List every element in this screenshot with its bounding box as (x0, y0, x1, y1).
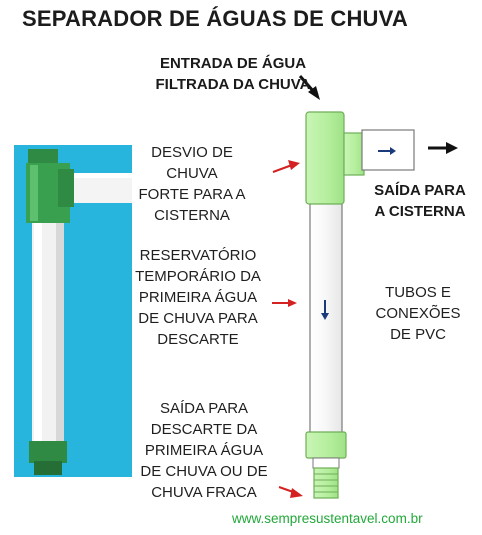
page-title: SEPARADOR DE ÁGUAS DE CHUVA (22, 6, 408, 31)
label-reservatorio-line-4: DE CHUVA PARA (138, 310, 258, 327)
label-entrada-line-2: FILTRADA DA CHUVA (155, 76, 311, 93)
label-saida-cisterna-line-2: A CISTERNA (374, 203, 466, 220)
flow-down-arrow (321, 300, 329, 320)
website-link[interactable]: www.sempresustentavel.com.br (232, 511, 423, 526)
label-reservatorio: RESERVATÓRIO TEMPORÁRIO DA PRIMEIRA ÁGUA… (128, 245, 268, 350)
label-reservatorio-line-5: DESCARTE (157, 331, 239, 348)
label-tubos-line-2: CONEXÕES (375, 305, 461, 322)
label-saida-cisterna-line-1: SAÍDA PARA (374, 182, 466, 199)
label-entrada-line-1: ENTRADA DE ÁGUA (159, 55, 307, 72)
label-reservatorio-line-1: RESERVATÓRIO (139, 247, 257, 264)
discharge-cap (313, 467, 339, 499)
label-tubos-line-3: DE PVC (390, 326, 446, 343)
inlet-arrow (298, 75, 320, 100)
label-saida-descarte-line-1: SAÍDA PARA (159, 400, 249, 417)
label-saida-descarte-line-3: PRIMEIRA ÁGUA (144, 442, 264, 459)
label-saida-cisterna: SAÍDA PARA A CISTERNA (368, 180, 472, 222)
red-arrow-saida (278, 486, 303, 498)
flow-right-arrow-outer (428, 142, 458, 154)
label-saida-descarte-line-2: DESCARTE DA (150, 421, 258, 438)
label-desvio: DESVIO DE CHUVA FORTE PARA A CISTERNA (124, 142, 260, 226)
tee-branch (343, 132, 365, 176)
red-arrow-desvio (272, 160, 300, 173)
label-saida-descarte-line-5: CHUVA FRACA (151, 484, 257, 501)
pvc-pipe-photo (14, 145, 132, 477)
label-desvio-line-2: FORTE PARA A (138, 186, 246, 203)
label-saida-descarte-line-4: DE CHUVA OU DE (140, 463, 268, 480)
label-reservatorio-line-3: PRIMEIRA ÁGUA (138, 289, 258, 306)
red-arrow-reservatorio (272, 299, 297, 307)
label-desvio-line-3: CISTERNA (154, 207, 230, 224)
bottom-coupling (305, 431, 347, 459)
label-tubos: TUBOS E CONEXÕES DE PVC (372, 282, 464, 345)
label-tubos-line-1: TUBOS E (385, 284, 451, 301)
label-entrada: ENTRADA DE ÁGUA FILTRADA DA CHUVA (148, 53, 318, 95)
label-reservatorio-line-2: TEMPORÁRIO DA (135, 268, 261, 285)
label-saida-descarte: SAÍDA PARA DESCARTE DA PRIMEIRA ÁGUA DE … (132, 398, 276, 503)
pvc-pipe-photo-drawing (14, 145, 132, 477)
flow-right-arrow-inner (378, 147, 396, 155)
label-desvio-line-1: DESVIO DE CHUVA (151, 144, 233, 182)
tee-fitting (305, 111, 345, 205)
